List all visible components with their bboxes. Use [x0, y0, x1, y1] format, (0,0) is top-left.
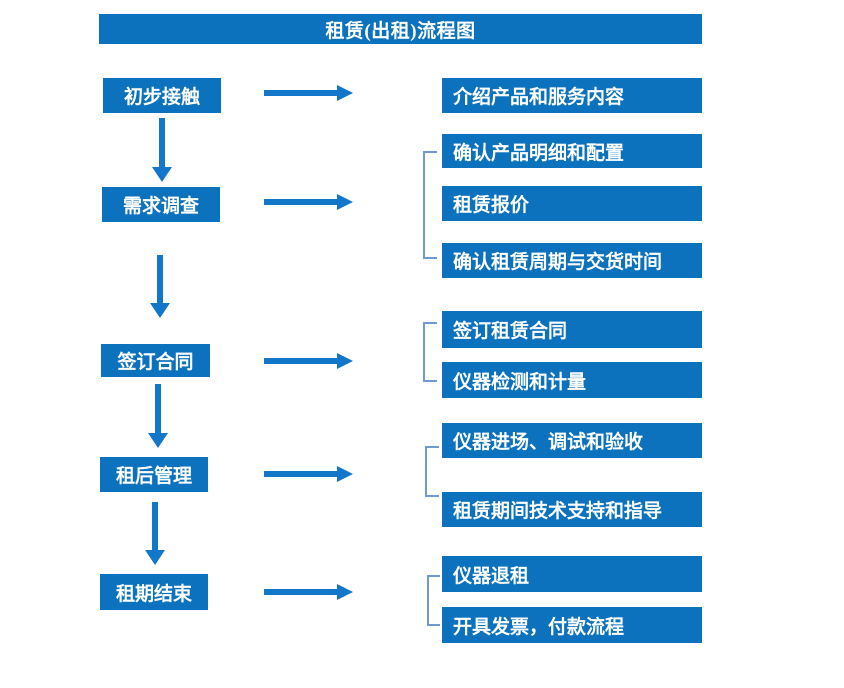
- detail-box-confirm-product-config: 确认产品明细和配置: [442, 134, 702, 168]
- arrow-shaft: [159, 118, 165, 167]
- arrow-shaft: [264, 90, 337, 96]
- right-arrow-icon-2: [264, 194, 353, 210]
- stage-box-rental-end: 租期结束: [100, 574, 208, 610]
- stage-box-demand-survey: 需求调查: [102, 187, 220, 222]
- detail-box-invoice-payment: 开具发票，付款流程: [442, 607, 702, 643]
- right-arrow-icon-5: [264, 584, 353, 600]
- arrow-shaft: [157, 255, 163, 303]
- arrow-head: [150, 303, 170, 318]
- detail-box-instrument-testing: 仪器检测和计量: [442, 362, 702, 398]
- detail-box-technical-support: 租赁期间技术支持和指导: [442, 492, 702, 527]
- down-arrow-icon-4: [145, 502, 165, 565]
- right-arrow-icon-4: [264, 466, 353, 482]
- arrow-head: [337, 584, 353, 600]
- arrow-shaft: [264, 471, 337, 477]
- arrow-head: [337, 466, 353, 482]
- detail-box-instrument-setup-acceptance: 仪器进场、调试和验收: [442, 423, 702, 458]
- group-bracket-3: [425, 446, 439, 497]
- arrow-head: [337, 85, 353, 101]
- right-arrow-icon-1: [264, 85, 353, 101]
- stage-box-sign-contract: 签订合同: [101, 344, 210, 377]
- arrow-shaft: [264, 199, 337, 205]
- detail-box-rental-quotation: 租赁报价: [442, 186, 702, 221]
- right-arrow-icon-3: [264, 353, 353, 369]
- stage-box-post-rental-management: 租后管理: [100, 457, 208, 492]
- stage-box-initial-contact: 初步接触: [103, 78, 221, 113]
- down-arrow-icon-1: [152, 118, 172, 182]
- arrow-head: [145, 550, 165, 565]
- detail-box-instrument-return: 仪器退租: [442, 556, 702, 592]
- arrow-head: [337, 194, 353, 210]
- arrow-head: [152, 167, 172, 182]
- flowchart-title: 租赁(出租)流程图: [99, 14, 702, 44]
- arrow-head: [148, 433, 168, 448]
- down-arrow-icon-2: [150, 255, 170, 318]
- group-bracket-2: [423, 322, 437, 382]
- group-bracket-4: [427, 575, 440, 626]
- detail-box-confirm-period-delivery: 确认租赁周期与交货时间: [442, 243, 702, 278]
- arrow-shaft: [152, 502, 158, 550]
- arrow-head: [337, 353, 353, 369]
- arrow-shaft: [155, 384, 161, 433]
- arrow-shaft: [264, 358, 337, 364]
- down-arrow-icon-3: [148, 384, 168, 448]
- detail-box-introduce-products: 介绍产品和服务内容: [442, 78, 702, 113]
- detail-box-sign-rental-contract: 签订租赁合同: [442, 311, 702, 348]
- group-bracket-1: [423, 151, 437, 259]
- arrow-shaft: [264, 589, 337, 595]
